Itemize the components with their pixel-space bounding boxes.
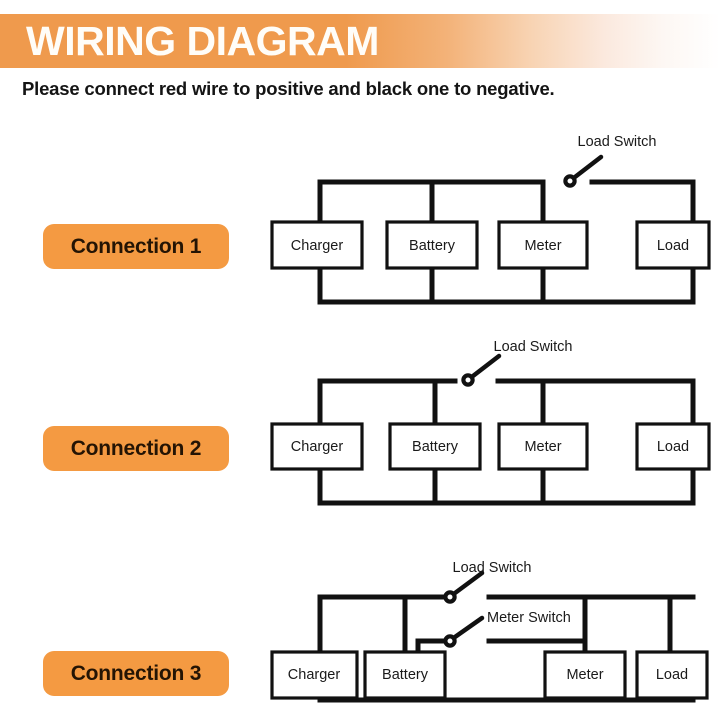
c2-label-meter: Meter	[524, 439, 561, 455]
c3-meter-switch-blade	[452, 615, 485, 640]
c3-box-charger	[270, 650, 359, 700]
c2-box-load	[635, 422, 711, 471]
c3-battery-branch-lead	[415, 638, 452, 655]
c3-meter-switch-label: Meter Switch	[487, 610, 571, 626]
badge-connection-1: Connection 1	[43, 224, 229, 269]
c1-box-battery	[385, 220, 479, 270]
c2-label-load: Load	[657, 439, 689, 455]
badge-connection-3: Connection 3	[43, 651, 229, 696]
page-title: WIRING DIAGRAM	[26, 18, 379, 64]
c3-load-switch-label: Load Switch	[453, 560, 532, 576]
c2-load-switch-pivot-icon	[461, 373, 475, 387]
c3-box-load	[635, 650, 709, 700]
c1-load-switch-label: Load Switch	[578, 134, 657, 150]
c1-label-charger: Charger	[291, 238, 344, 254]
c1-box-load	[635, 220, 711, 270]
c1-label-meter: Meter	[524, 238, 561, 254]
c3-label-meter: Meter	[566, 667, 603, 683]
c2-box-meter	[497, 422, 589, 471]
c1-load-switch-pivot-icon	[563, 174, 577, 188]
header-banner	[0, 14, 720, 68]
c3-box-meter	[543, 650, 627, 700]
c1-label-load: Load	[657, 238, 689, 254]
c1-box-charger	[270, 220, 364, 270]
c3-label-load: Load	[656, 667, 688, 683]
c2-label-battery: Battery	[412, 439, 459, 455]
c1-label-battery: Battery	[409, 238, 456, 254]
c1-load-switch-blade	[572, 154, 604, 180]
c2-box-battery	[388, 422, 482, 471]
c2-load-switch-label: Load Switch	[494, 339, 573, 355]
c2-label-charger: Charger	[291, 439, 344, 455]
badge-connection-2: Connection 2	[43, 426, 229, 471]
c3-load-switch-blade	[452, 570, 485, 596]
c3-box-battery	[363, 650, 447, 700]
subtitle-text: Please connect red wire to positive and …	[22, 78, 555, 99]
c3-label-battery: Battery	[382, 667, 429, 683]
c3-label-charger: Charger	[288, 667, 341, 683]
c3-meter-switch-pivot-icon	[443, 634, 457, 648]
c2-load-switch-blade	[470, 353, 502, 379]
c2-box-charger	[270, 422, 364, 471]
c3-load-switch-pivot-icon	[443, 590, 457, 604]
c1-box-meter	[497, 220, 589, 270]
